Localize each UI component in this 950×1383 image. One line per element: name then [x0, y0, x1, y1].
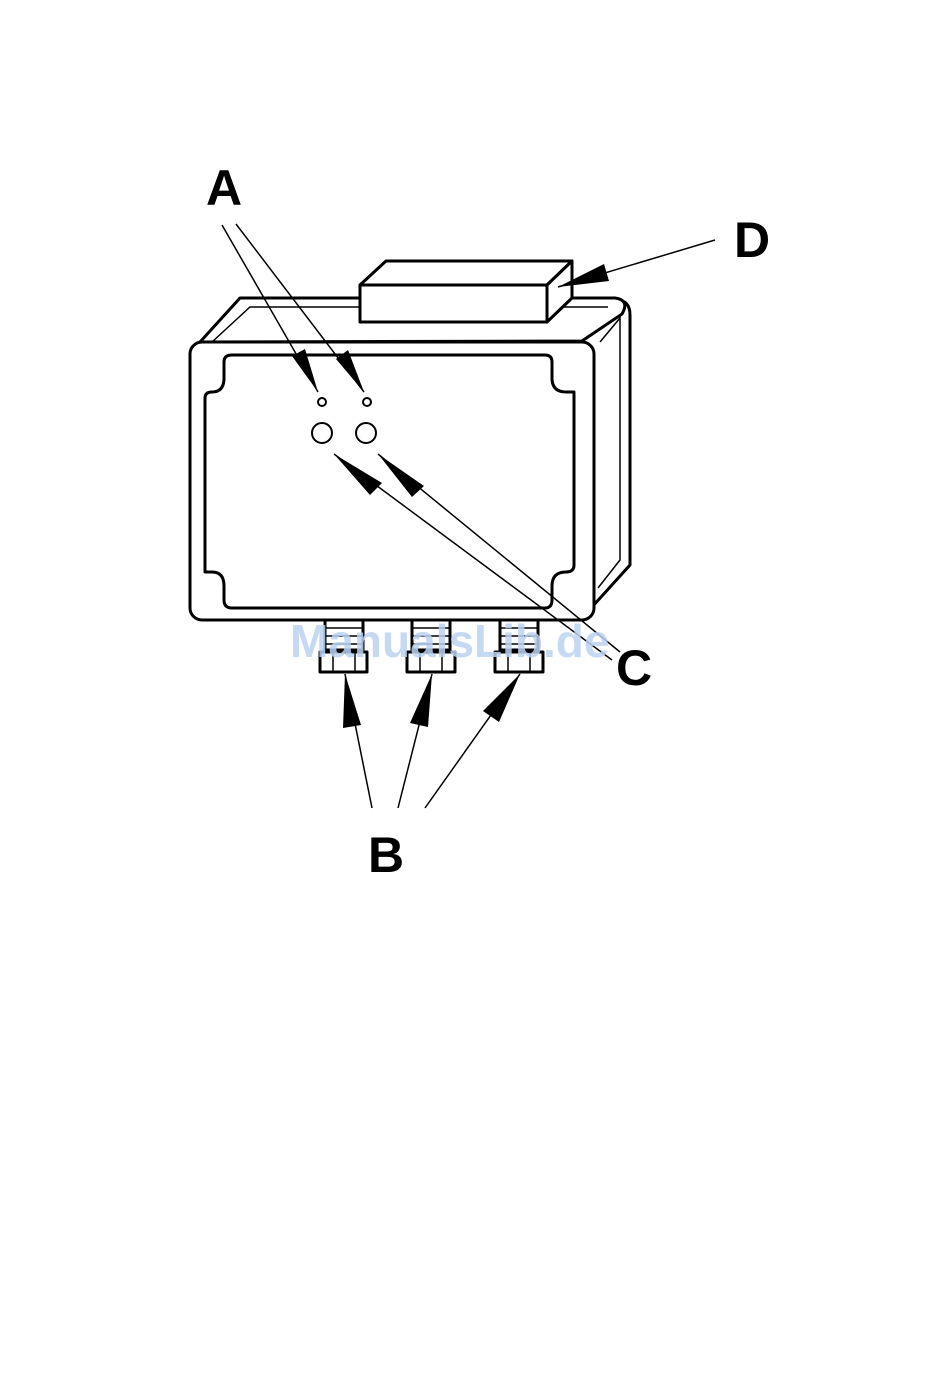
leader-d: [558, 240, 715, 287]
indicator-led-left: [318, 398, 326, 406]
indicator-led-right: [363, 398, 371, 406]
enclosure: [190, 298, 630, 620]
label-c: C: [616, 640, 652, 696]
label-a: A: [206, 160, 242, 216]
push-button-left: [312, 423, 332, 443]
enclosure-inner-panel: [205, 355, 574, 608]
push-button-right: [356, 423, 376, 443]
leader-b: [343, 674, 520, 808]
watermark-text: ManualsLib.de: [290, 615, 609, 667]
top-module-top-face: [360, 261, 572, 285]
top-module: [360, 261, 572, 322]
label-b: B: [368, 827, 404, 883]
top-module-front-face: [360, 285, 547, 322]
label-d: D: [734, 212, 770, 268]
